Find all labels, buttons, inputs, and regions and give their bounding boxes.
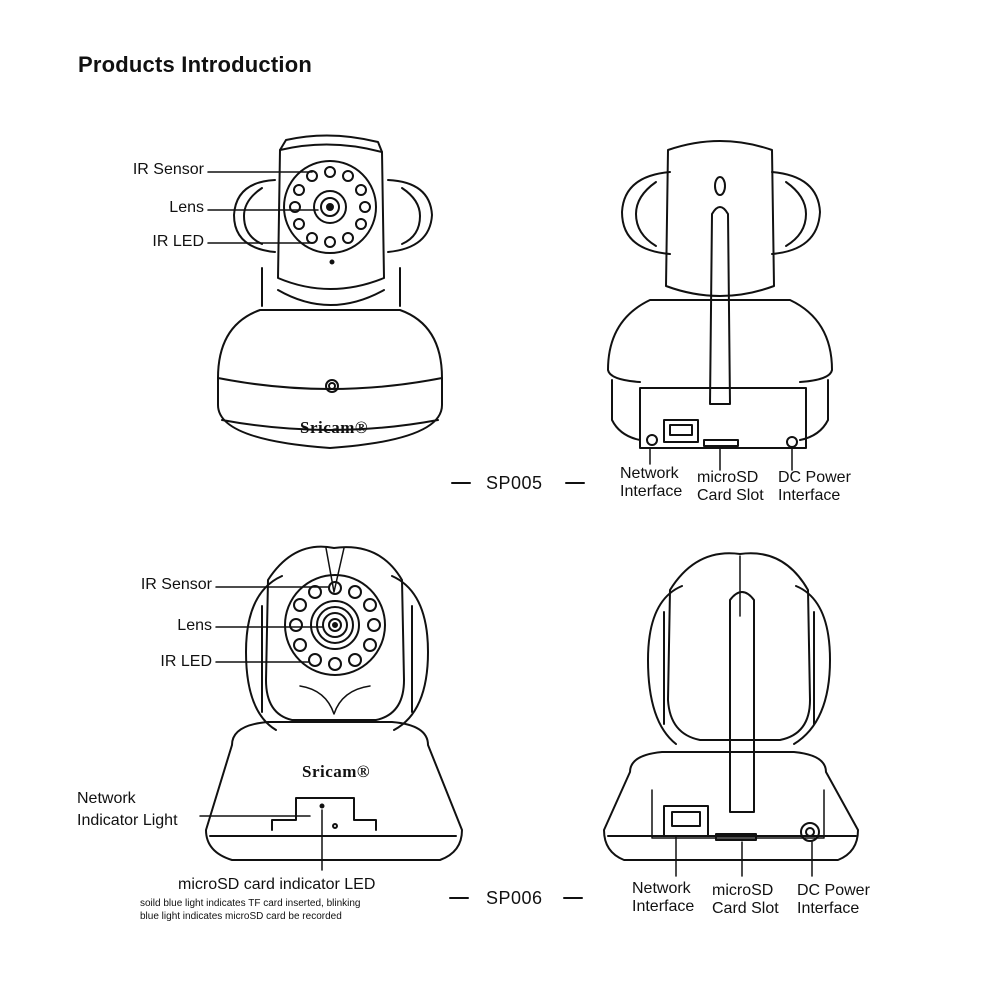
sp006-network-interface-label: Network Interface <box>632 880 695 915</box>
sp006-microsd-slot-label: microSD Card Slot <box>712 882 779 917</box>
sp006-ir-sensor-label: IR Sensor <box>140 576 212 593</box>
sp005-model-label: SP005 <box>486 473 543 493</box>
sp005-microsd-slot-label: microSD Card Slot <box>697 469 764 504</box>
sp006-front-camera <box>199 545 463 871</box>
sp006-microsd-led-label: microSD card indicator LED <box>178 876 376 893</box>
sp005-dc-power-label: DC Power Interface <box>778 469 851 504</box>
sp005-ir-led-label: IR LED <box>152 233 204 250</box>
sp006-network-indicator-label: Network Indicator Light <box>77 790 178 829</box>
sp006-model-label: SP006 <box>486 888 543 908</box>
sp006-lens-label: Lens <box>177 617 212 634</box>
sp006-ir-led-label: IR LED <box>160 653 212 670</box>
sp006-microsd-led-note: soild blue light indicates TF card inser… <box>140 898 361 922</box>
sp006-back-camera <box>449 552 859 899</box>
sp005-ir-sensor-label: IR Sensor <box>132 161 204 178</box>
sp005-lens-label: Lens <box>169 199 204 216</box>
sp005-back-camera <box>451 140 833 484</box>
sp005-network-interface-label: Network Interface <box>620 465 683 500</box>
sp005-brand-logo: Sricam® <box>300 418 369 437</box>
sp006-dc-power-label: DC Power Interface <box>797 882 870 917</box>
page-title: Products Introduction <box>78 52 312 77</box>
sp006-brand-logo: Sricam® <box>302 762 371 781</box>
sp005-front-camera <box>207 134 443 449</box>
